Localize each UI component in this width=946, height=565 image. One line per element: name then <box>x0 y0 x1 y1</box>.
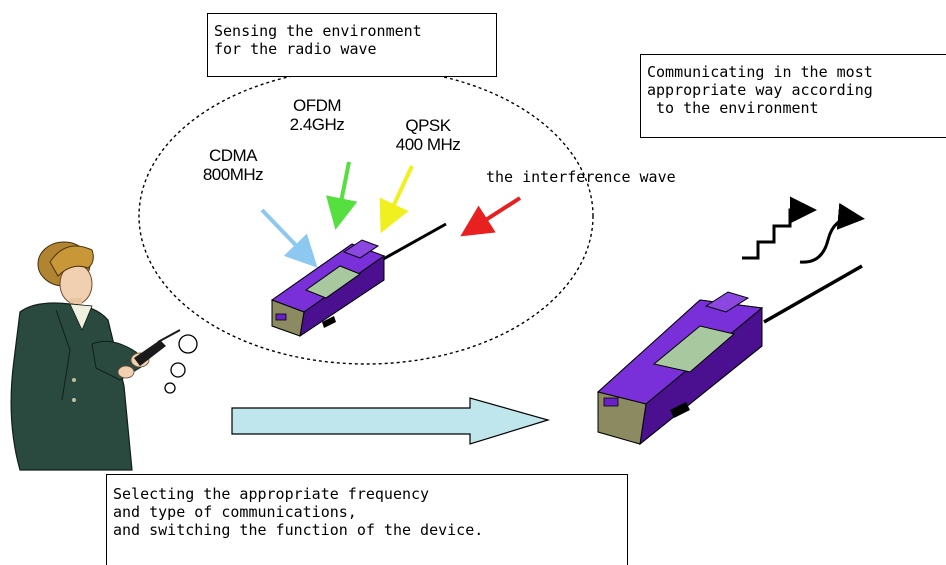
small-radio-device <box>270 222 447 338</box>
sensing-environment-box: Sensing the environment for the radio wa… <box>207 13 497 77</box>
qpsk-arrow <box>379 165 414 234</box>
selecting-frequency-box: Selecting the appropriate frequency and … <box>106 474 628 565</box>
sensing-region-ellipse <box>138 67 594 365</box>
thought-bubbles <box>164 334 198 394</box>
woman-figure <box>10 241 181 471</box>
cdma-arrow <box>260 208 318 268</box>
interference-wave-label: the interference wave <box>486 168 676 186</box>
transition-arrow <box>231 397 551 445</box>
communicating-box: Communicating in the most appropriate wa… <box>640 54 946 138</box>
cdma-label: CDMA 800MHz <box>202 146 264 184</box>
qpsk-label: QPSK 400 MHz <box>395 116 461 154</box>
ofdm-label: OFDM 2.4GHz <box>289 96 345 134</box>
output-waves <box>742 196 865 264</box>
large-radio-device <box>596 264 863 446</box>
ofdm-arrow <box>326 161 358 230</box>
interference-arrow <box>460 196 522 237</box>
